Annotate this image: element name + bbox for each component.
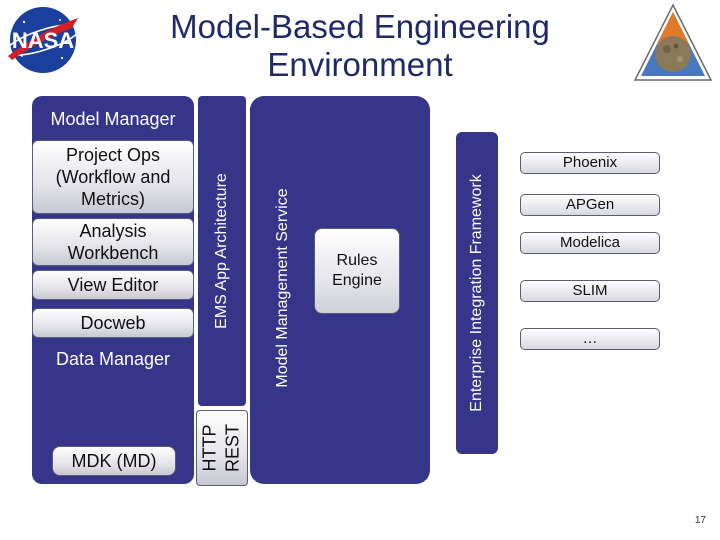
- enterprise-framework-band: [456, 132, 498, 454]
- page-number: 17: [694, 515, 706, 526]
- nasa-logo-icon: NASA: [5, 7, 81, 73]
- tool-modelica: Modelica: [520, 232, 660, 254]
- ems-architecture-band: [198, 96, 246, 406]
- rules-engine-label: Rules Engine: [332, 252, 382, 289]
- mdk-box: MDK (MD): [52, 446, 176, 476]
- http-label: HTTP: [199, 424, 220, 472]
- rules-engine-box: Rules Engine: [314, 228, 400, 314]
- view-editor-box: View Editor: [32, 270, 194, 300]
- http-rest-box: [196, 410, 248, 486]
- analysis-workbench-box: Analysis Workbench: [32, 218, 194, 266]
- model-manager-label: Model Manager: [50, 109, 176, 129]
- project-ops-box: Project Ops (Workflow and Metrics): [32, 140, 194, 214]
- data-manager-label: Data Manager: [55, 349, 171, 369]
- enterprise-framework-label: Enterprise Integration Framework: [468, 174, 485, 412]
- tool-slim: SLIM: [520, 280, 660, 302]
- tool-phoenix: Phoenix: [520, 152, 660, 174]
- tool-apgen: APGen: [520, 194, 660, 216]
- svg-text:NASA: NASA: [12, 28, 74, 53]
- page-title: Model-Based Engineering Environment: [170, 8, 550, 83]
- tool-more: …: [520, 328, 660, 350]
- ems-architecture-label: EMS App Architecture: [213, 173, 230, 329]
- model-management-service-label: Model Management Service: [274, 188, 291, 388]
- rest-label: REST: [222, 423, 243, 473]
- mission-logo-icon: [633, 3, 713, 81]
- docweb-box: Docweb: [32, 308, 194, 338]
